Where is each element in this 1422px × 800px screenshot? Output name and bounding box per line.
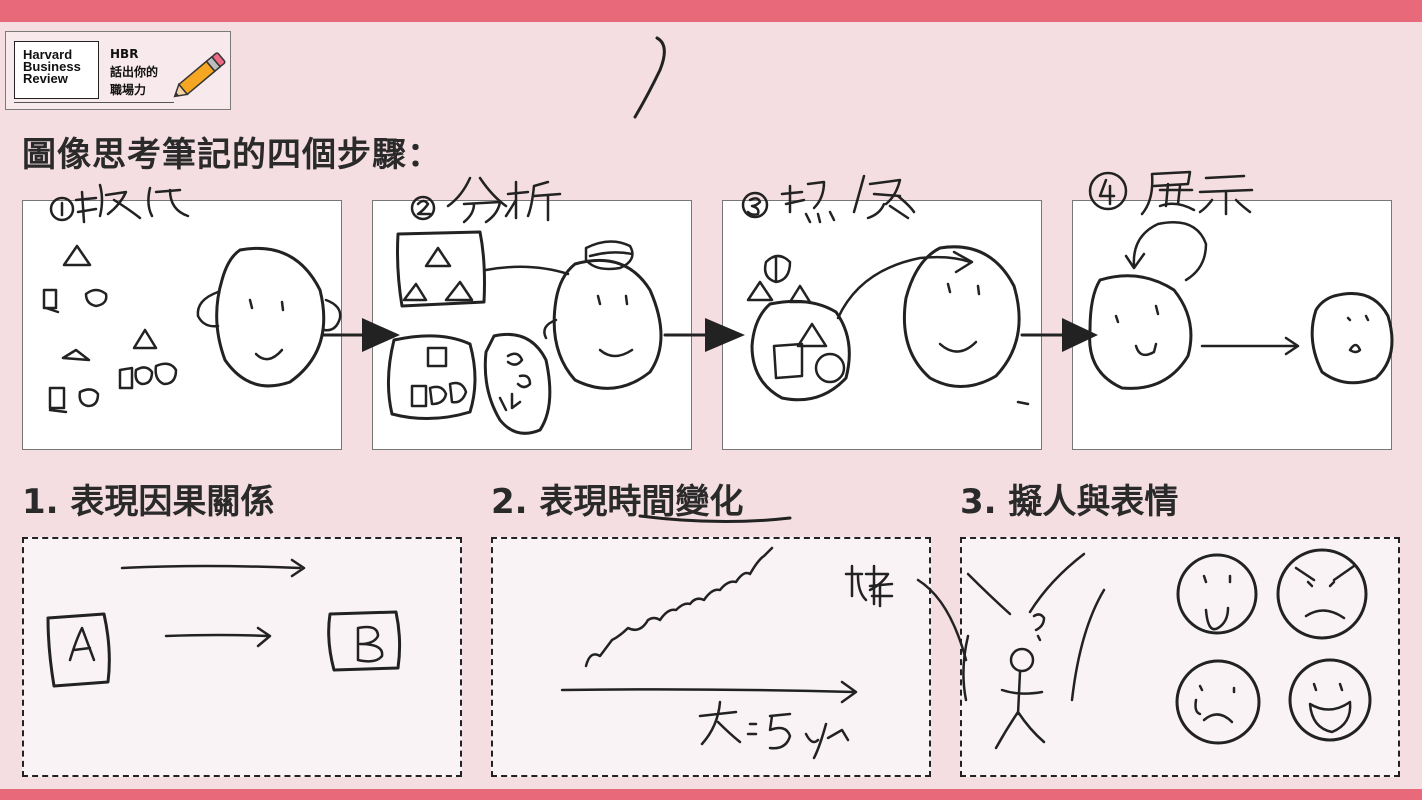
section-heading-causality: 1. 表現因果關係 (22, 482, 275, 522)
logo-underline (14, 102, 174, 103)
hbr-logo: Harvard Business Review HBR 話出你的 職場力 (5, 31, 231, 110)
harvard-business-review-wordmark: Harvard Business Review (14, 41, 99, 99)
example-panel-emotion (960, 537, 1400, 777)
brand-line-1: Harvard (23, 47, 73, 62)
section-heading-time-change: 2. 表現時間變化 (491, 482, 744, 522)
example-panel-causality (22, 537, 462, 777)
logo-hbr: HBR (110, 47, 139, 61)
example-panel-time-change (491, 537, 931, 777)
bottom-accent-bar (0, 789, 1422, 800)
page-title: 圖像思考筆記的四個步驟： (22, 135, 442, 175)
pencil-icon (173, 52, 226, 98)
step-panel-receive (22, 200, 342, 450)
step-panel-present (1072, 200, 1392, 450)
logo-slogan-line1: 話出你的 (110, 65, 159, 79)
brand-line-3: Review (23, 71, 68, 86)
logo-slogan-line2: 職場力 (110, 83, 147, 97)
step-panel-analyze (372, 200, 692, 450)
brand-line-2: Business (23, 59, 81, 74)
step-panel-imagine (722, 200, 1042, 450)
logo-slogan: HBR 話出你的 職場力 (110, 45, 158, 99)
top-accent-bar (0, 0, 1422, 22)
section-heading-emotion: 3. 擬人與表情 (960, 482, 1179, 522)
